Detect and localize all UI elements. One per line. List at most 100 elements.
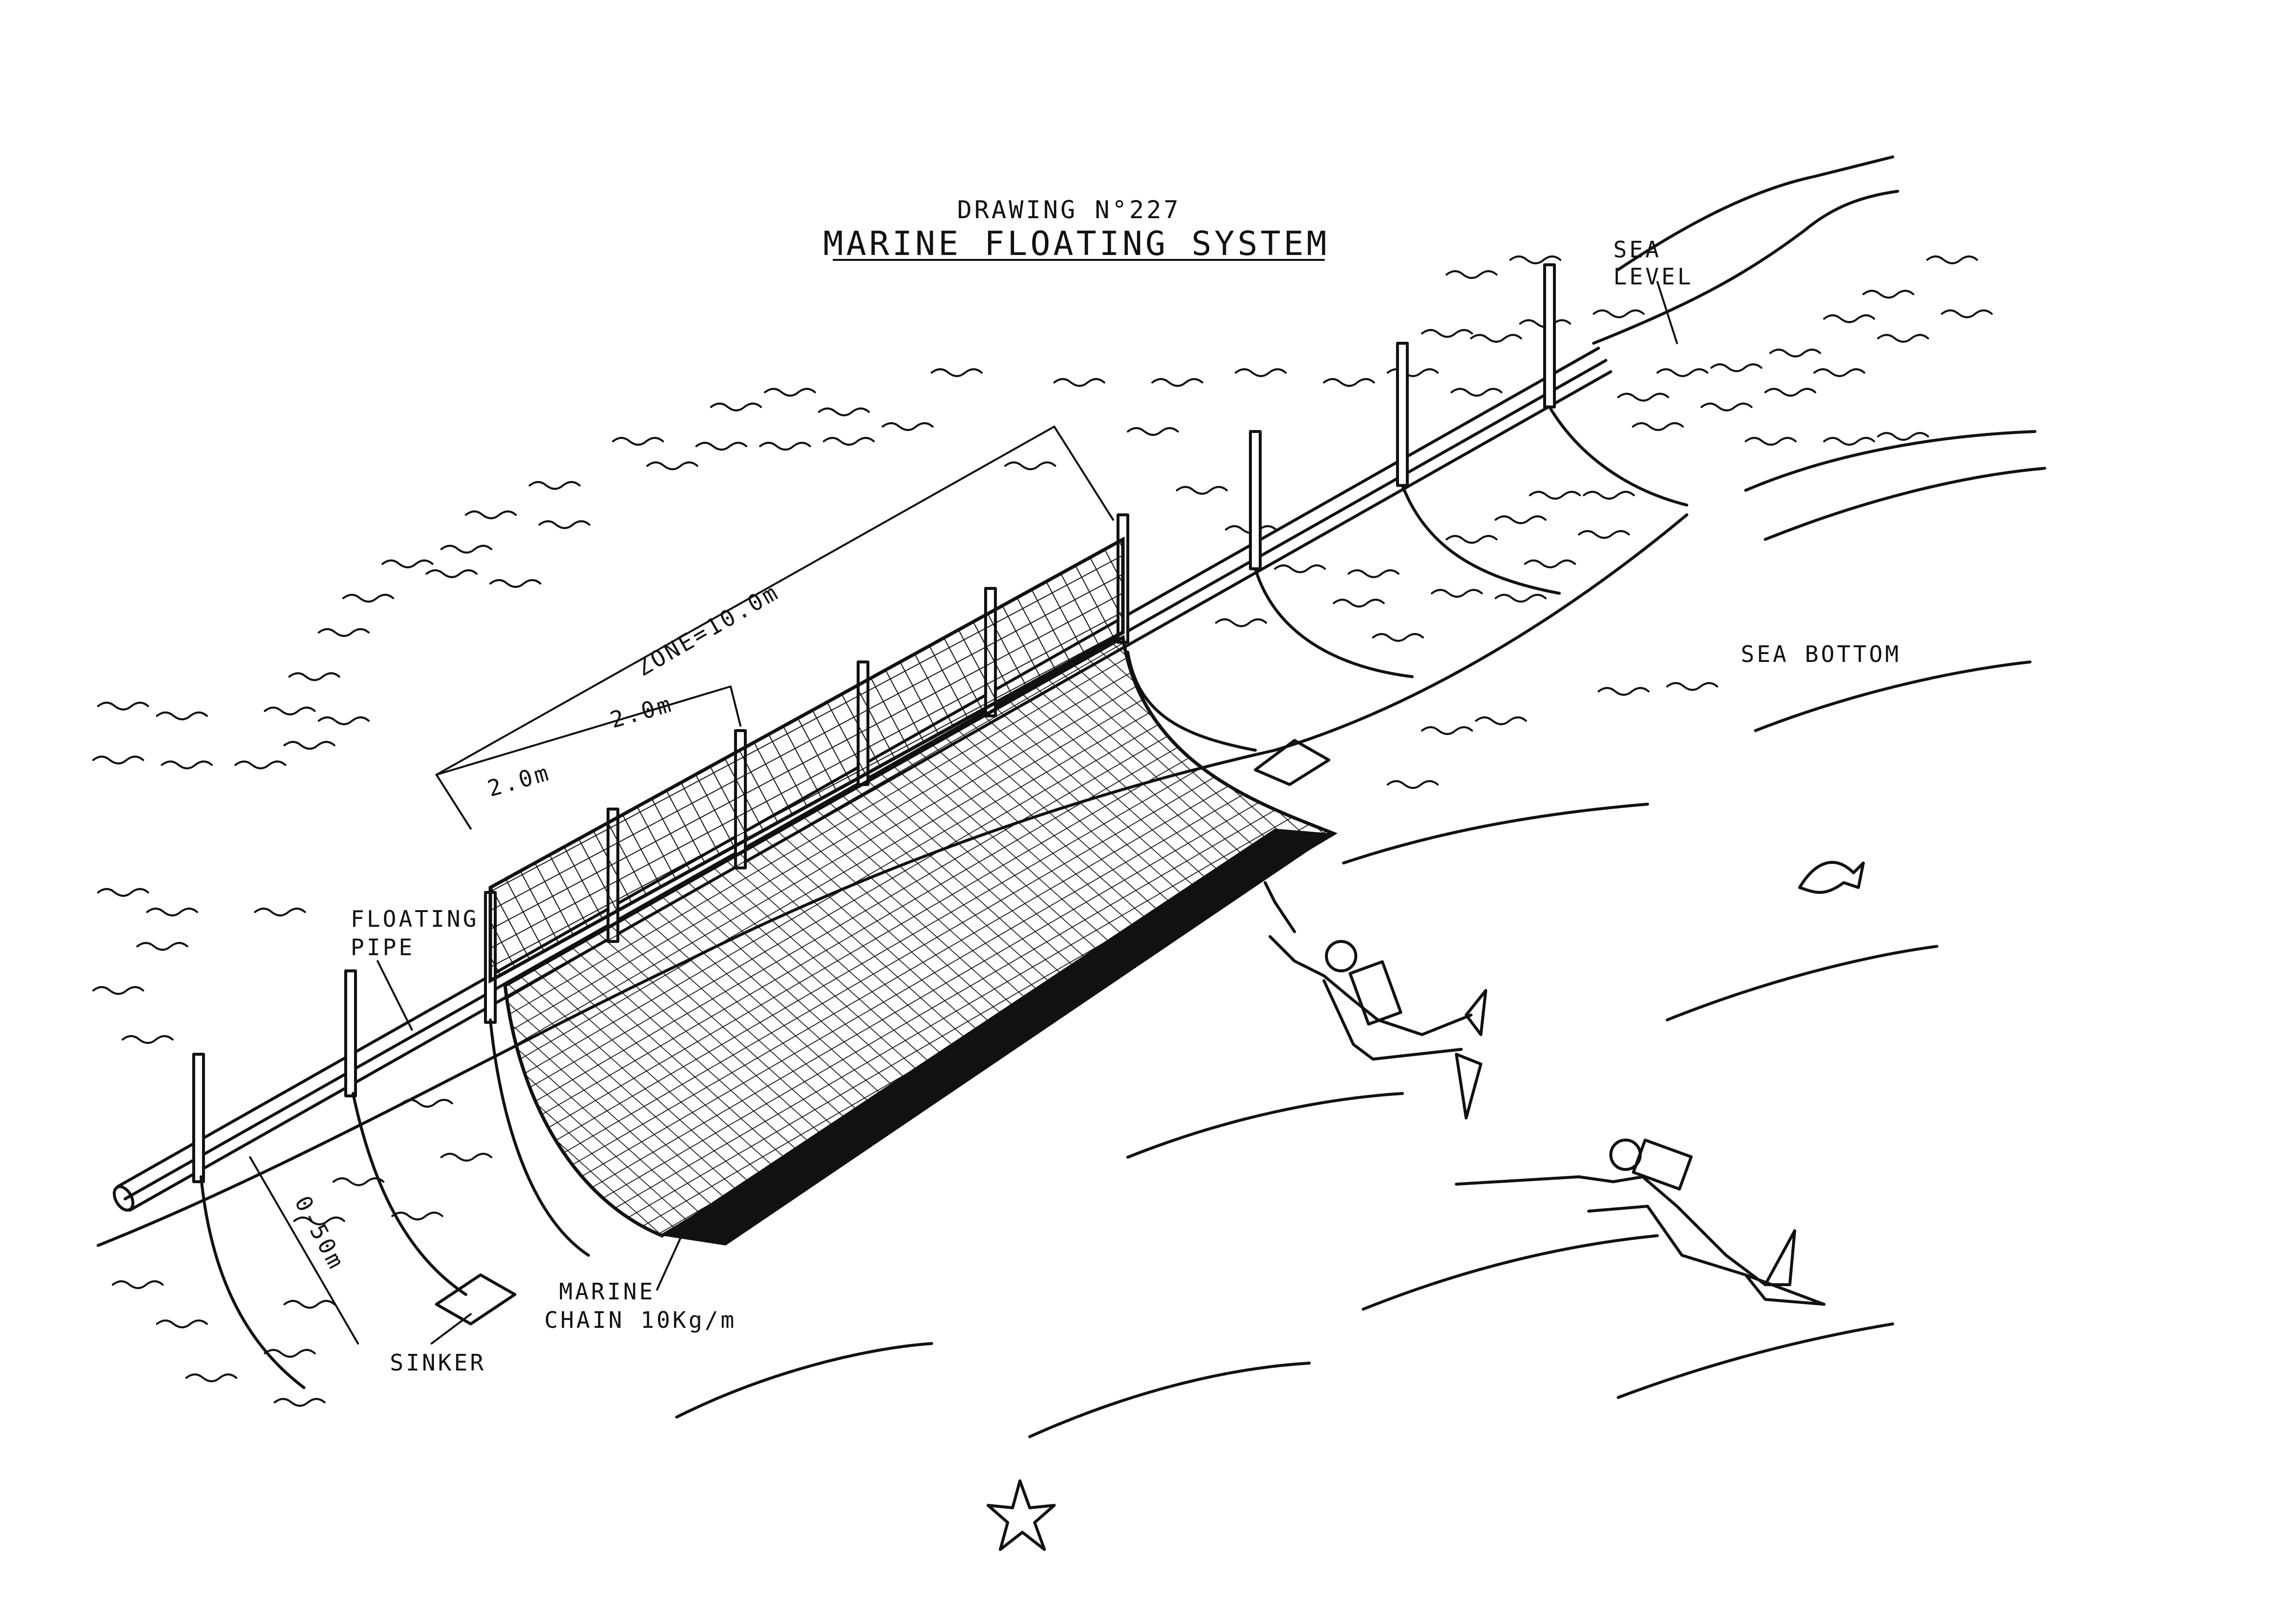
wave-mark <box>1387 780 1439 789</box>
wave-mark <box>1656 368 1708 377</box>
drawing-title: MARINE FLOATING SYSTEM <box>823 225 1330 263</box>
wave-mark <box>1387 368 1439 377</box>
sinker-leader <box>431 1313 472 1345</box>
wave-mark <box>1431 589 1483 598</box>
wave-mark <box>1509 255 1561 264</box>
pipe-post <box>1543 263 1556 408</box>
wave-mark <box>1004 461 1056 470</box>
pipe-post <box>1249 430 1262 570</box>
wave-mark <box>1764 388 1816 397</box>
wave-mark <box>818 407 870 416</box>
wave-mark <box>1941 309 1993 318</box>
wave-mark <box>283 741 335 750</box>
segment-1-label: 2.0m <box>484 759 554 802</box>
wave-mark <box>1274 564 1326 573</box>
wave-mark <box>234 761 286 769</box>
wave-mark <box>695 442 747 451</box>
wave-mark <box>318 716 370 725</box>
wave-mark <box>612 437 664 446</box>
wave-mark <box>529 481 581 490</box>
pipe-post <box>344 969 357 1097</box>
dimension-lines <box>249 426 1114 1345</box>
bottom-contour-9 <box>1617 1322 1894 1399</box>
wave-mark <box>1632 422 1684 431</box>
title-block: DRAWING N°227 MARINE FLOATING SYSTEM <box>823 196 1330 263</box>
wave-mark <box>1475 716 1527 725</box>
wave-mark <box>283 1300 335 1309</box>
fish-icon <box>1798 861 1865 894</box>
segment-2-label: 2.0m <box>607 690 676 734</box>
sinker-block-1 <box>435 1273 516 1325</box>
wave-mark <box>1745 437 1797 446</box>
wave-mark <box>1333 599 1385 608</box>
wave-mark <box>97 702 149 710</box>
wave-mark <box>1053 378 1105 387</box>
wave-mark <box>1862 290 1914 299</box>
bottom-contour-4 <box>1666 945 1938 1021</box>
sea-bottom-contours <box>675 155 2046 1438</box>
wave-mark <box>882 422 934 431</box>
wave-mark <box>1215 618 1267 627</box>
wave-mark <box>288 672 340 681</box>
wave-mark <box>440 1153 492 1162</box>
wave-mark <box>1524 559 1576 568</box>
wave-mark <box>122 1035 174 1044</box>
wave-mark <box>92 756 144 764</box>
wave-mark <box>764 388 816 397</box>
marine-chain-band <box>662 829 1334 1245</box>
drop-line-6 <box>1401 484 1561 595</box>
leader-lines <box>377 281 1678 1345</box>
wave-mark <box>1450 388 1502 397</box>
starfish-icon <box>987 1479 1056 1551</box>
wave-mark <box>931 368 983 377</box>
segment-dimension-tick <box>730 685 741 727</box>
wave-mark <box>1127 427 1179 436</box>
floating-pipe-label-2: PIPE <box>351 934 415 961</box>
shoreline-right <box>1592 190 1899 345</box>
zone-dimension-label: ZONE=10.0m <box>632 578 784 681</box>
bottom-contour-8 <box>1028 1362 1311 1438</box>
marine-chain-leader <box>656 1235 683 1291</box>
drop-line-7 <box>1548 406 1688 507</box>
wave-mark <box>1926 255 1978 264</box>
wave-mark <box>1495 515 1547 524</box>
wave-mark <box>92 986 144 995</box>
wave-mark <box>136 942 188 951</box>
wave-mark <box>759 442 811 451</box>
sinker-block-2 <box>1254 739 1330 786</box>
wave-mark <box>1823 314 1875 323</box>
wave-mark <box>1470 334 1522 343</box>
net-upper-panel <box>488 536 1125 984</box>
net-curtain <box>503 634 1338 1245</box>
drop-line-1 <box>200 1175 305 1389</box>
wave-mark <box>1421 329 1473 338</box>
pipe-post <box>192 1053 205 1183</box>
wave-mark <box>1372 633 1424 642</box>
segment-dimension-line <box>435 685 732 776</box>
wave-mark <box>342 594 394 603</box>
wave-mark <box>1583 491 1635 500</box>
sinker-label: SINKER <box>390 1349 486 1376</box>
wave-mark <box>274 1398 326 1407</box>
wave-mark <box>1710 363 1762 372</box>
wave-mark <box>823 437 875 446</box>
wave-mark <box>156 1320 208 1328</box>
wave-mark <box>1877 334 1929 343</box>
net-curtain-mesh <box>503 634 1338 1238</box>
drop-line-5 <box>1254 567 1414 678</box>
marine-chain-label-1: MARINE <box>559 1278 655 1305</box>
pipe-post <box>1396 342 1409 487</box>
wave-mark <box>1421 726 1473 735</box>
wave-mark <box>112 1280 164 1289</box>
depth-dimension-label: 0-50m <box>289 1192 350 1275</box>
wave-mark <box>710 403 762 411</box>
wave-mark <box>318 628 370 637</box>
wave-mark <box>332 1177 384 1186</box>
sea-level-label-2: LEVEL <box>1613 263 1693 290</box>
marine-chain-label-2: CHAIN 10Kg/m <box>544 1307 737 1333</box>
wave-mark <box>1598 687 1650 696</box>
wave-mark <box>381 559 433 568</box>
wave-mark <box>1617 393 1669 402</box>
wave-mark <box>1593 309 1645 318</box>
